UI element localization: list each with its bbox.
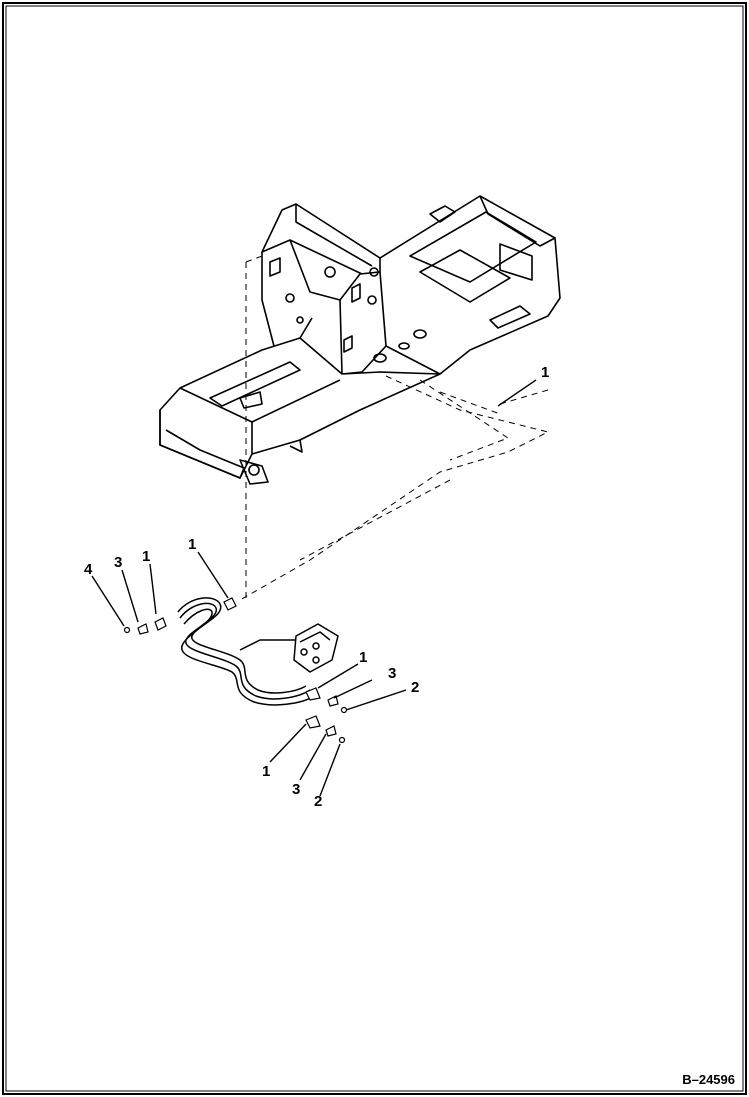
callout-4-left: 4 xyxy=(84,561,93,578)
callout-1-top-right: 1 xyxy=(541,364,549,381)
callout-3-right: 3 xyxy=(388,665,396,682)
fitting-part-1-left xyxy=(154,617,167,631)
callout-3-left: 3 xyxy=(114,554,122,571)
callout-3-lower: 3 xyxy=(292,781,300,798)
fitting-part-1-upper xyxy=(223,597,237,611)
fittings xyxy=(123,597,348,744)
cap-part-2-right xyxy=(340,706,348,714)
hydraulic-hose-assembly xyxy=(177,597,339,706)
callout-1-right: 1 xyxy=(359,649,367,666)
leader-lines xyxy=(91,379,537,797)
diagram-inner-border xyxy=(5,5,744,1092)
callout-2-lower: 2 xyxy=(314,793,322,810)
oring-part-3-left xyxy=(137,623,149,635)
callout-1-upper-hose: 1 xyxy=(188,536,196,553)
cap-part-4-left xyxy=(123,626,131,634)
figure-id-label: B–24596 xyxy=(682,1072,735,1087)
cap-part-2-lower xyxy=(338,736,346,744)
callout-1-lower: 1 xyxy=(262,763,270,780)
loader-main-frame xyxy=(159,195,561,485)
hose-routing-lines xyxy=(239,255,550,601)
callout-1-left: 1 xyxy=(142,548,150,565)
oring-part-3-lower xyxy=(325,725,337,737)
fitting-part-1-lower xyxy=(305,715,321,729)
oring-part-3-right xyxy=(327,695,339,707)
callout-2-right: 2 xyxy=(411,679,419,696)
fitting-part-1-right xyxy=(305,687,321,701)
